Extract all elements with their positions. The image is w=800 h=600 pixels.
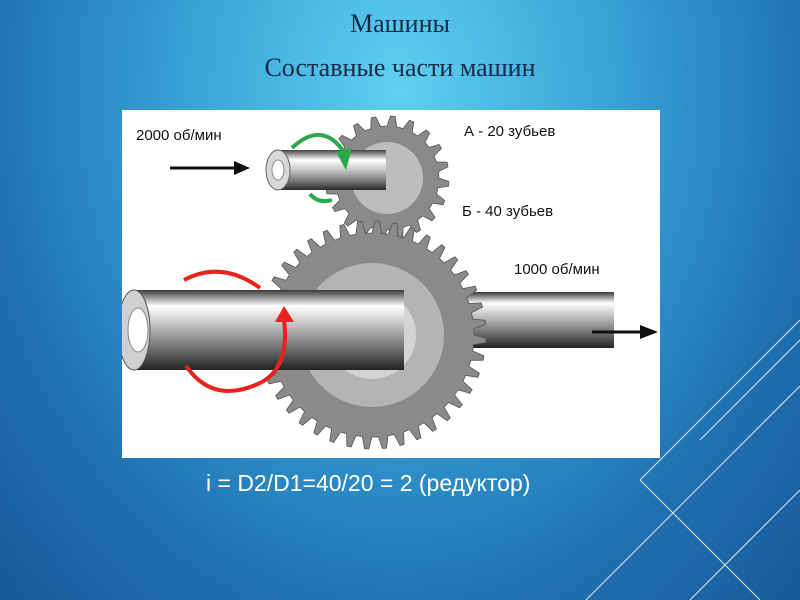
input-shaft bbox=[265, 149, 386, 191]
gear-ratio-formula: i = D2/D1=40/20 = 2 (редуктор) bbox=[206, 470, 531, 496]
output-shaft-left bbox=[122, 289, 404, 371]
gear-diagram: 2000 об/мин А - 20 зубьев Б - 40 зубьев … bbox=[122, 110, 660, 458]
gear-a-label: А - 20 зубьев bbox=[464, 123, 555, 140]
output-speed-label: 1000 об/мин bbox=[514, 261, 600, 278]
red-rotation-arrow bbox=[183, 269, 294, 393]
input-speed-label: 2000 об/мин bbox=[136, 127, 222, 144]
input-arrow bbox=[170, 161, 250, 175]
gear-b-label: Б - 40 зубьев bbox=[462, 203, 553, 220]
green-rotation-arrow bbox=[290, 132, 352, 204]
slide-title-line-1: Машины bbox=[350, 9, 450, 38]
slide-title-line-2: Составные части машин bbox=[264, 53, 536, 82]
